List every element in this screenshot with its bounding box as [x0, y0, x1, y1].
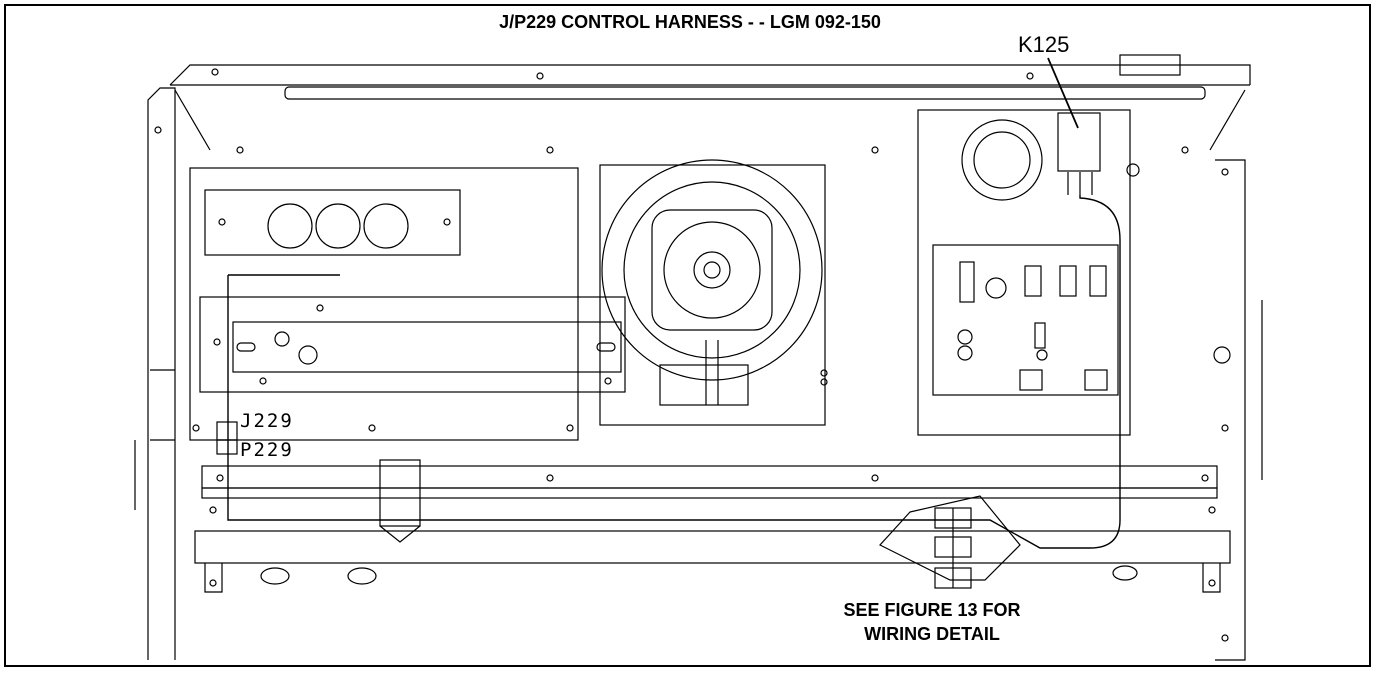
top-panel [169, 54, 1251, 154]
left-post [134, 87, 176, 660]
note-line-1: SEE FIGURE 13 FOR [843, 600, 1021, 620]
k125-leader-line [1047, 57, 1079, 129]
p229-label: P229 [240, 439, 294, 461]
k125-callout-label: K125 [1018, 32, 1070, 57]
bottom-rails [194, 459, 1231, 593]
note-line-2: WIRING DETAIL [864, 624, 1000, 644]
right-post [1213, 159, 1263, 661]
diagram-title: J/P229 CONTROL HARNESS - - LGM 092-150 [499, 12, 881, 32]
j229-p229-connector [216, 421, 238, 455]
control-harness-wire [227, 195, 1121, 549]
combustion-blower [599, 159, 828, 426]
wire-loom-junction [879, 495, 1021, 589]
inducer-panel [189, 167, 626, 441]
diagram-frame [4, 4, 1371, 667]
j229-label: J229 [240, 410, 294, 432]
wiring-detail-note: SEE FIGURE 13 FOR WIRING DETAIL [812, 598, 1052, 646]
control-box [917, 109, 1140, 436]
